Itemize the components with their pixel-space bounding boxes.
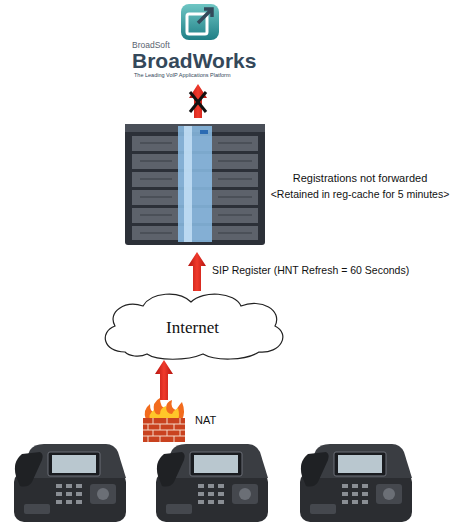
logo-product: BroadWorks <box>132 50 256 72</box>
edge-note: SIP Register (HNT Refresh = 60 Seconds) <box>212 264 462 276</box>
logo-company: BroadSoft <box>132 41 256 50</box>
cloud-outline <box>105 294 283 359</box>
ip-phones <box>14 444 412 522</box>
blocked-arrow <box>189 84 207 118</box>
broadworks-logo: BroadSoftBroadWorksThe Leading VoIP Appl… <box>118 0 282 82</box>
logo-tagline: The Leading VoIP Applications Platform <box>132 72 256 79</box>
note-text: <Retained in reg-cache for 5 minutes> <box>258 188 462 200</box>
nat-firewall: NAT <box>140 398 230 442</box>
flow-arrow <box>155 360 173 400</box>
logo-icon <box>180 3 220 41</box>
note-text: Registrations not forwarded <box>258 172 462 184</box>
server-rack <box>125 124 265 245</box>
firewall-icon <box>140 398 188 442</box>
logo-text: BroadSoftBroadWorksThe Leading VoIP Appl… <box>132 41 256 79</box>
up-arrow <box>188 252 206 291</box>
arrow-body <box>155 360 173 400</box>
nat-label: NAT <box>195 414 216 426</box>
cloud-label: Internet <box>166 318 219 338</box>
internet-cloud: Internet <box>95 290 290 362</box>
